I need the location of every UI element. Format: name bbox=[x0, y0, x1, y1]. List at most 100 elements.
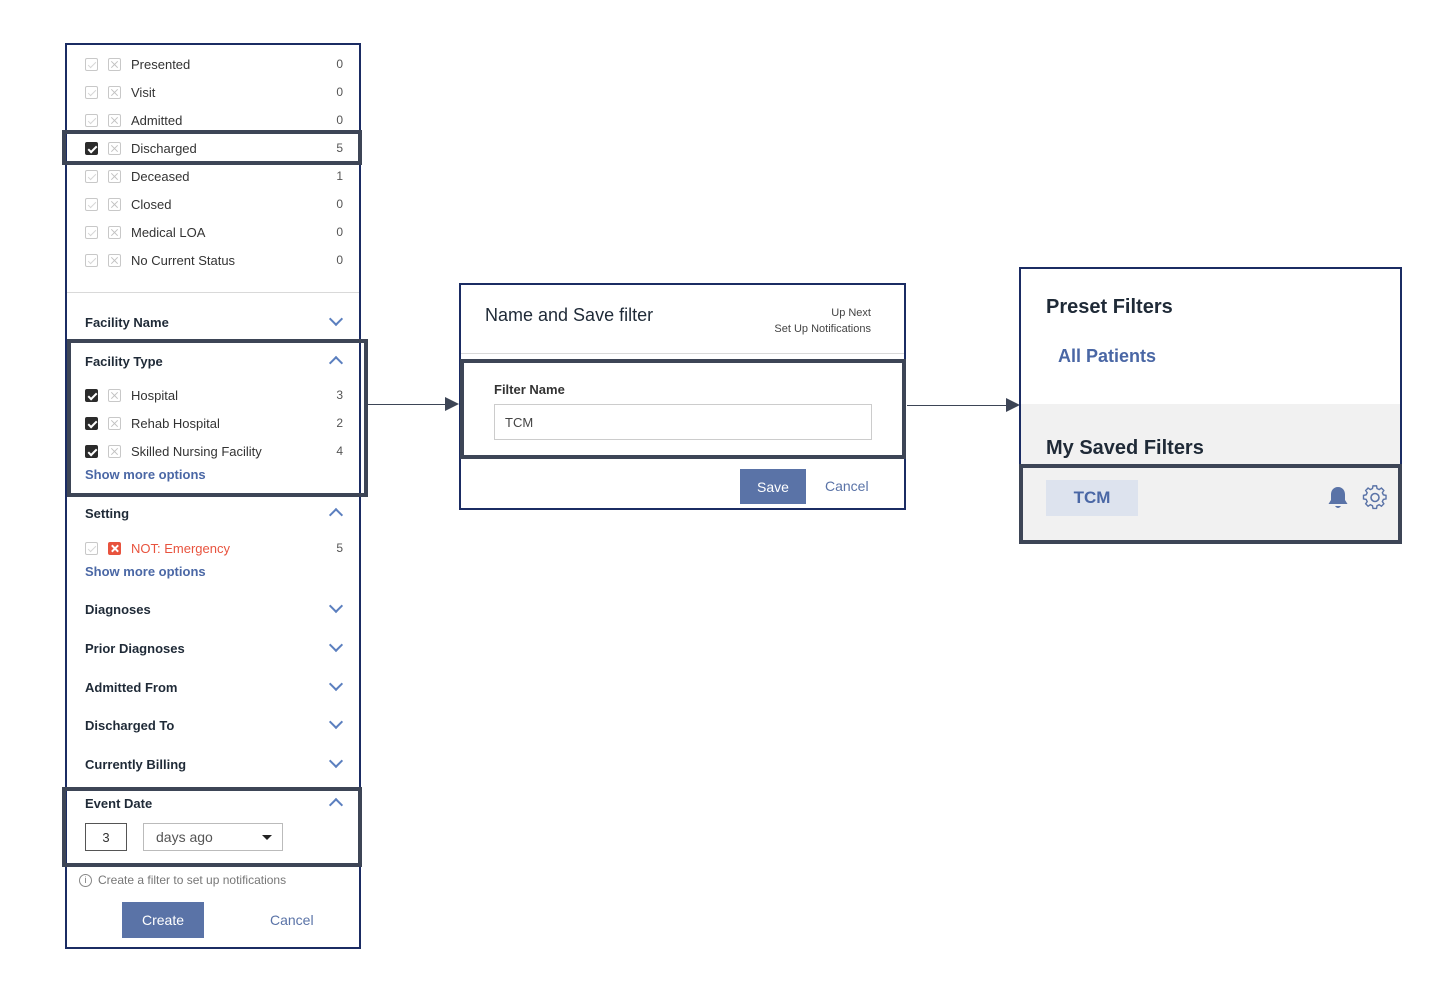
chevron-down-icon[interactable] bbox=[328, 637, 344, 653]
checkbox[interactable] bbox=[85, 197, 98, 211]
section-setting[interactable]: Setting bbox=[85, 503, 345, 523]
checkbox-checked[interactable] bbox=[85, 388, 98, 402]
preset-filters-panel: Preset Filters All Patients My Saved Fil… bbox=[1019, 267, 1402, 544]
up-next-detail: Set Up Notifications bbox=[774, 323, 871, 335]
exclude-icon[interactable] bbox=[108, 444, 121, 458]
saved-filters-section bbox=[1021, 404, 1400, 542]
filter-panel: Presented 0 Visit 0 Admitted 0 Discharge… bbox=[65, 43, 361, 949]
chevron-down-icon[interactable] bbox=[328, 676, 344, 692]
facility-row-skilled-nursing[interactable]: Skilled Nursing Facility 4 bbox=[85, 441, 343, 461]
info-note: i Create a filter to set up notification… bbox=[79, 873, 286, 887]
save-button[interactable]: Save bbox=[740, 469, 806, 504]
status-row-admitted[interactable]: Admitted 0 bbox=[85, 110, 343, 130]
section-title: Setting bbox=[85, 505, 130, 521]
exclude-icon[interactable] bbox=[108, 113, 121, 127]
info-text: Create a filter to set up notifications bbox=[98, 873, 287, 887]
chevron-up-icon[interactable] bbox=[328, 355, 344, 371]
filter-name-input[interactable]: TCM bbox=[494, 404, 872, 440]
section-admitted-from[interactable]: Admitted From bbox=[85, 676, 345, 697]
flow-arrow-line bbox=[907, 405, 1007, 406]
checkbox-checked[interactable] bbox=[85, 444, 98, 458]
all-patients-link[interactable]: All Patients bbox=[1058, 346, 1157, 366]
status-count: 5 bbox=[336, 141, 343, 155]
exclude-icon[interactable] bbox=[108, 85, 121, 99]
status-label: Medical LOA bbox=[131, 224, 206, 240]
cancel-button[interactable]: Cancel bbox=[270, 912, 314, 928]
status-count: 0 bbox=[336, 85, 343, 99]
section-diagnoses[interactable]: Diagnoses bbox=[85, 598, 345, 619]
exclude-icon[interactable] bbox=[108, 57, 121, 71]
up-next-label: Up Next bbox=[831, 307, 871, 319]
facility-count: 2 bbox=[336, 416, 343, 430]
status-label: Closed bbox=[131, 196, 172, 212]
exclude-icon[interactable] bbox=[108, 388, 121, 402]
setting-row-not-emergency[interactable]: NOT: Emergency 5 bbox=[85, 538, 343, 558]
section-discharged-to[interactable]: Discharged To bbox=[85, 714, 345, 735]
facility-row-rehab-hospital[interactable]: Rehab Hospital 2 bbox=[85, 413, 343, 433]
exclude-icon[interactable] bbox=[108, 416, 121, 430]
chevron-up-icon[interactable] bbox=[328, 507, 344, 523]
section-title: Facility Type bbox=[85, 353, 163, 369]
status-row-no-current-status[interactable]: No Current Status 0 bbox=[85, 250, 343, 270]
facility-label: Rehab Hospital bbox=[131, 415, 220, 431]
event-date-unit-select[interactable]: days ago bbox=[143, 823, 283, 851]
section-prior-diagnoses[interactable]: Prior Diagnoses bbox=[85, 637, 345, 658]
checkbox-checked[interactable] bbox=[85, 141, 98, 155]
facility-label: Hospital bbox=[131, 387, 178, 403]
exclude-icon[interactable] bbox=[108, 141, 121, 155]
chevron-down-icon[interactable] bbox=[328, 598, 344, 614]
checkbox[interactable] bbox=[85, 253, 98, 267]
status-label: Presented bbox=[131, 56, 191, 72]
divider bbox=[461, 353, 904, 354]
section-event-date[interactable]: Event Date bbox=[85, 793, 345, 813]
dialog-title: Name and Save filter bbox=[485, 305, 654, 325]
status-label: No Current Status bbox=[131, 252, 236, 268]
status-row-deceased[interactable]: Deceased 1 bbox=[85, 166, 343, 186]
info-icon: i bbox=[79, 873, 92, 887]
exclude-icon[interactable] bbox=[108, 169, 121, 183]
exclude-icon[interactable] bbox=[108, 225, 121, 239]
show-more-facility-link[interactable]: Show more options bbox=[85, 467, 206, 482]
section-title: Diagnoses bbox=[85, 601, 151, 617]
facility-row-hospital[interactable]: Hospital 3 bbox=[85, 385, 343, 405]
status-row-discharged[interactable]: Discharged 5 bbox=[85, 138, 343, 158]
chevron-down-icon[interactable] bbox=[328, 714, 344, 730]
create-button[interactable]: Create bbox=[122, 902, 204, 938]
checkbox[interactable] bbox=[85, 113, 98, 127]
gear-icon[interactable] bbox=[1362, 485, 1388, 511]
my-saved-filters-title: My Saved Filters bbox=[1046, 437, 1204, 459]
status-row-closed[interactable]: Closed 0 bbox=[85, 194, 343, 214]
checkbox-checked[interactable] bbox=[85, 416, 98, 430]
section-title: Facility Name bbox=[85, 314, 169, 330]
exclude-active-icon[interactable] bbox=[108, 541, 121, 555]
status-row-medical-loa[interactable]: Medical LOA 0 bbox=[85, 222, 343, 242]
facility-count: 3 bbox=[336, 388, 343, 402]
cancel-button[interactable]: Cancel bbox=[825, 478, 869, 494]
checkbox[interactable] bbox=[85, 85, 98, 99]
exclude-icon[interactable] bbox=[108, 253, 121, 267]
section-currently-billing[interactable]: Currently Billing bbox=[85, 753, 345, 774]
chevron-down-icon[interactable] bbox=[328, 753, 344, 769]
section-facility-name[interactable]: Facility Name bbox=[85, 311, 345, 332]
chevron-down-icon[interactable] bbox=[328, 311, 344, 327]
exclude-icon[interactable] bbox=[108, 197, 121, 211]
chevron-up-icon[interactable] bbox=[328, 797, 344, 813]
status-row-presented[interactable]: Presented 0 bbox=[85, 54, 343, 74]
checkbox[interactable] bbox=[85, 541, 98, 555]
facility-count: 4 bbox=[336, 444, 343, 458]
select-value: days ago bbox=[156, 829, 213, 845]
setting-count: 5 bbox=[336, 541, 343, 555]
show-more-setting-link[interactable]: Show more options bbox=[85, 564, 206, 579]
checkbox[interactable] bbox=[85, 225, 98, 239]
status-count: 0 bbox=[336, 113, 343, 127]
status-count: 0 bbox=[336, 225, 343, 239]
saved-filter-chip[interactable]: TCM bbox=[1046, 480, 1138, 516]
checkbox[interactable] bbox=[85, 57, 98, 71]
section-facility-type[interactable]: Facility Type bbox=[85, 351, 345, 371]
status-row-visit[interactable]: Visit 0 bbox=[85, 82, 343, 102]
status-count: 0 bbox=[336, 253, 343, 267]
event-date-number-input[interactable]: 3 bbox=[85, 823, 127, 851]
section-title: Admitted From bbox=[85, 679, 178, 695]
bell-icon[interactable] bbox=[1326, 485, 1350, 511]
checkbox[interactable] bbox=[85, 169, 98, 183]
